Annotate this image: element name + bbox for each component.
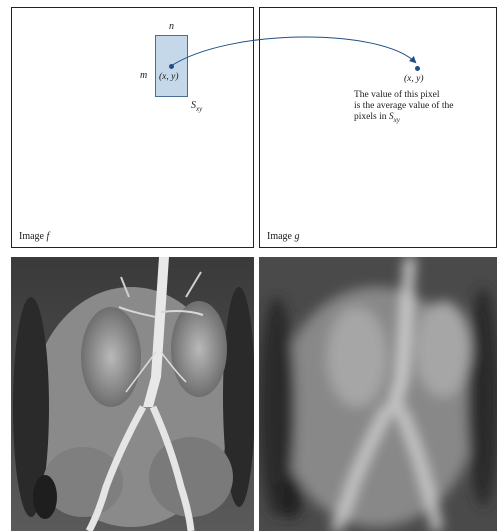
center-pixel-dot-f [169, 64, 174, 69]
image-g-label: Image g [267, 231, 300, 242]
caption-line-2: is the average value of the [354, 101, 453, 112]
image-g-panel: (x, y) The value of this pixel is the av… [259, 7, 497, 248]
label-sxy: Sxy [191, 100, 202, 115]
caption-line-3: pixels in Sxy [354, 112, 453, 126]
caption-line-3-prefix: pixels in [354, 112, 389, 122]
image-g-label-prefix: Image [267, 231, 295, 242]
original-angiogram-graphic [11, 257, 254, 531]
label-xy-g: (x, y) [404, 74, 424, 85]
pixel-caption: The value of this pixel is the average v… [354, 90, 453, 126]
label-xy-f: (x, y) [159, 72, 179, 83]
caption-line-3-sub: xy [394, 116, 400, 124]
image-f-panel: n m (x, y) Sxy Image f [11, 7, 254, 248]
averaged-angiogram-graphic [259, 257, 497, 531]
original-angiogram-image [11, 257, 254, 531]
image-g-label-var: g [295, 231, 300, 242]
label-n: n [169, 21, 174, 32]
label-m: m [140, 70, 147, 81]
label-sxy-sub: xy [196, 105, 202, 113]
output-pixel-dot-g [415, 66, 420, 71]
image-f-label-prefix: Image [19, 231, 47, 242]
image-f-label-var: f [47, 231, 50, 242]
image-f-label: Image f [19, 231, 49, 242]
averaged-angiogram-image [259, 257, 497, 531]
caption-line-1: The value of this pixel [354, 90, 453, 101]
